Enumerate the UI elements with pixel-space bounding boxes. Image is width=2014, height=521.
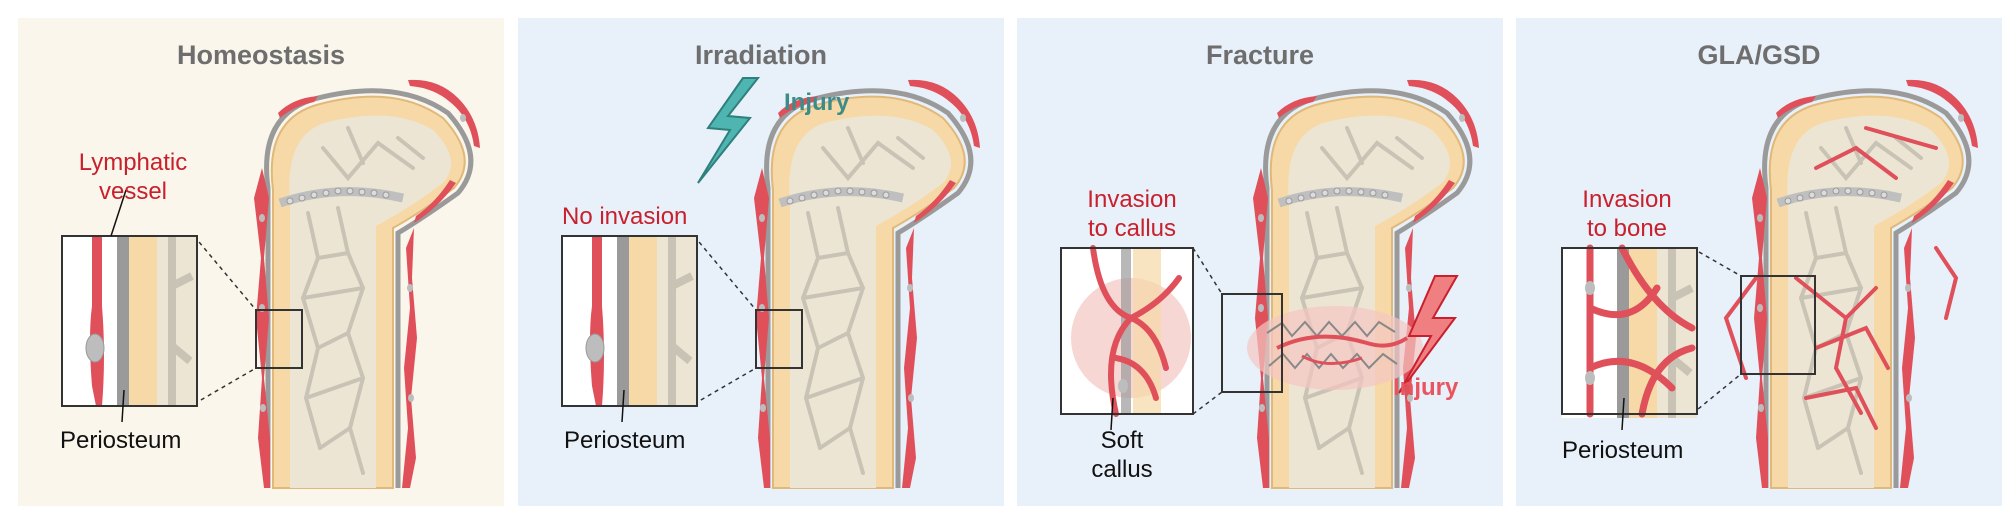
panel-title: Fracture	[1205, 40, 1315, 70]
injury-label: Injury	[1393, 374, 1459, 401]
panel-title: GLA/GSD	[1697, 40, 1821, 70]
periosteum-label: Periosteum	[60, 427, 182, 454]
invasion-label: No invasion	[562, 203, 688, 230]
periosteum-label: Periosteum	[1562, 437, 1684, 464]
irradiation-illustration	[518, 18, 1004, 506]
panel-irradiation: Irradiation Injury No invasion Periosteu…	[518, 18, 1004, 506]
panel-title: Homeostasis	[176, 40, 346, 70]
panel-title: Irradiation	[694, 40, 828, 70]
fracture-illustration	[1060, 18, 1503, 506]
homeostasis-illustration	[18, 18, 504, 506]
periosteum-label: Periosteum	[564, 427, 686, 454]
lightning-bolt-icon	[697, 77, 761, 184]
injury-label: Injury	[784, 89, 850, 116]
lightning-bolt-icon	[1398, 275, 1459, 394]
gla-gsd-illustration	[1516, 18, 2002, 506]
